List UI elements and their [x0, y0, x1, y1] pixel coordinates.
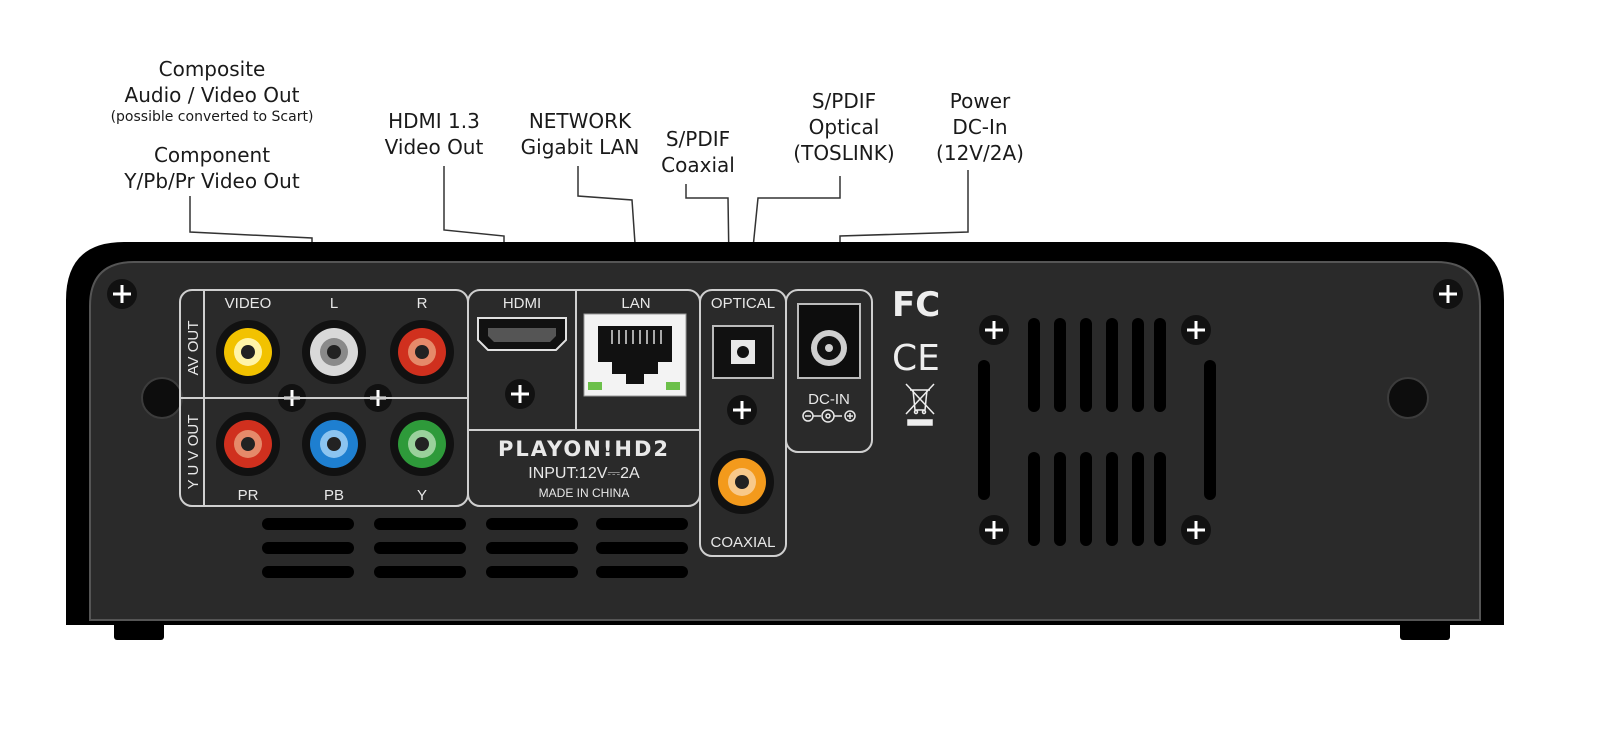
- callout-hdmi-title: HDMI 1.3: [388, 109, 480, 133]
- right-bumper: [1387, 377, 1429, 419]
- callout-spdif-optical-note: (TOSLINK): [793, 141, 895, 165]
- rca-pb-jack[interactable]: [302, 412, 366, 476]
- lan-led-right: [666, 382, 680, 390]
- screw-icon: [505, 379, 535, 409]
- callout-power-note: (12V/2A): [936, 141, 1024, 165]
- callout-component-subtitle: Y/Pb/Pr Video Out: [124, 169, 300, 193]
- lan-label: LAN: [621, 295, 650, 312]
- callout-power: Power DC-In (12V/2A): [920, 88, 1040, 166]
- yuv-out-label: Y U V OUT: [185, 415, 202, 490]
- lan-port[interactable]: [583, 313, 687, 397]
- callout-power-subtitle: DC-In: [952, 115, 1008, 139]
- dc-in-label: DC-IN: [808, 391, 850, 408]
- left-foot: [114, 622, 164, 640]
- callout-hdmi-subtitle: Video Out: [384, 135, 484, 159]
- rca-left-audio-jack[interactable]: [302, 320, 366, 384]
- callout-component-title: Component: [153, 143, 271, 167]
- lan-led-left: [588, 382, 602, 390]
- callout-spdif-coaxial-title: S/PDIF: [665, 127, 731, 151]
- right-foot: [1400, 622, 1450, 640]
- screw-icon: [107, 279, 137, 309]
- callout-composite-note: (possible converted to Scart): [110, 109, 314, 125]
- callout-spdif-optical-subtitle: Optical: [808, 115, 880, 139]
- callout-component: Component Y/Pb/Pr Video Out: [108, 142, 316, 194]
- callout-spdif-optical-title: S/PDIF: [811, 89, 877, 113]
- screw-icon: [1181, 315, 1211, 345]
- bottom-vent-slots: [262, 518, 688, 578]
- screw-icon: [727, 395, 757, 425]
- brand-logo: PLAYON!HD2: [498, 437, 670, 461]
- screw-icon: [979, 315, 1009, 345]
- fan-vent-grille: [978, 318, 1216, 546]
- callout-network-subtitle: Gigabit LAN: [520, 135, 640, 159]
- made-in-label: MADE IN CHINA: [539, 486, 630, 500]
- rca-pr-jack[interactable]: [216, 412, 280, 476]
- left-bumper: [141, 377, 183, 419]
- input-spec-label: INPUT:12V⎓2A: [528, 465, 640, 482]
- ce-mark: CE: [892, 338, 940, 379]
- pb-label: PB: [324, 487, 344, 504]
- callout-network: NETWORK Gigabit LAN: [510, 108, 650, 160]
- r-label: R: [417, 295, 428, 312]
- rca-y-jack[interactable]: [390, 412, 454, 476]
- rca-right-audio-jack[interactable]: [390, 320, 454, 384]
- callout-power-title: Power: [949, 89, 1011, 113]
- callout-composite: Composite Audio / Video Out (possible co…: [98, 56, 326, 126]
- polarity-symbol-icon: [802, 409, 856, 423]
- coaxial-spdif-jack[interactable]: [710, 450, 774, 514]
- callout-spdif-optical: S/PDIF Optical (TOSLINK): [774, 88, 914, 166]
- hdmi-port[interactable]: [477, 317, 567, 351]
- dc-in-panel-outline: [785, 289, 873, 453]
- callout-hdmi: HDMI 1.3 Video Out: [374, 108, 494, 160]
- l-label: L: [330, 295, 338, 312]
- hdmi-label: HDMI: [503, 295, 541, 312]
- av-out-label: AV OUT: [185, 321, 202, 376]
- callout-spdif-coaxial-subtitle: Coaxial: [661, 153, 735, 177]
- pr-label: PR: [238, 487, 259, 504]
- screw-icon: [979, 515, 1009, 545]
- callout-spdif-coaxial: S/PDIF Coaxial: [650, 126, 746, 178]
- screw-icon: [1433, 279, 1463, 309]
- optical-toslink-port[interactable]: [712, 325, 774, 379]
- dc-power-jack[interactable]: [797, 303, 861, 379]
- callout-composite-subtitle: Audio / Video Out: [124, 83, 300, 107]
- callout-network-title: NETWORK: [528, 109, 632, 133]
- weee-bin-icon: [905, 383, 935, 426]
- leader-line-spdif-optical: [751, 176, 841, 259]
- leader-line-network: [577, 166, 637, 259]
- screw-icon: [1181, 515, 1211, 545]
- coaxial-label: COAXIAL: [710, 534, 775, 551]
- y-label: Y: [417, 487, 427, 504]
- fcc-mark: FC: [892, 285, 940, 325]
- optical-label: OPTICAL: [711, 295, 775, 312]
- rca-video-jack[interactable]: [216, 320, 280, 384]
- video-label: VIDEO: [225, 295, 272, 312]
- callout-composite-title: Composite: [158, 57, 266, 81]
